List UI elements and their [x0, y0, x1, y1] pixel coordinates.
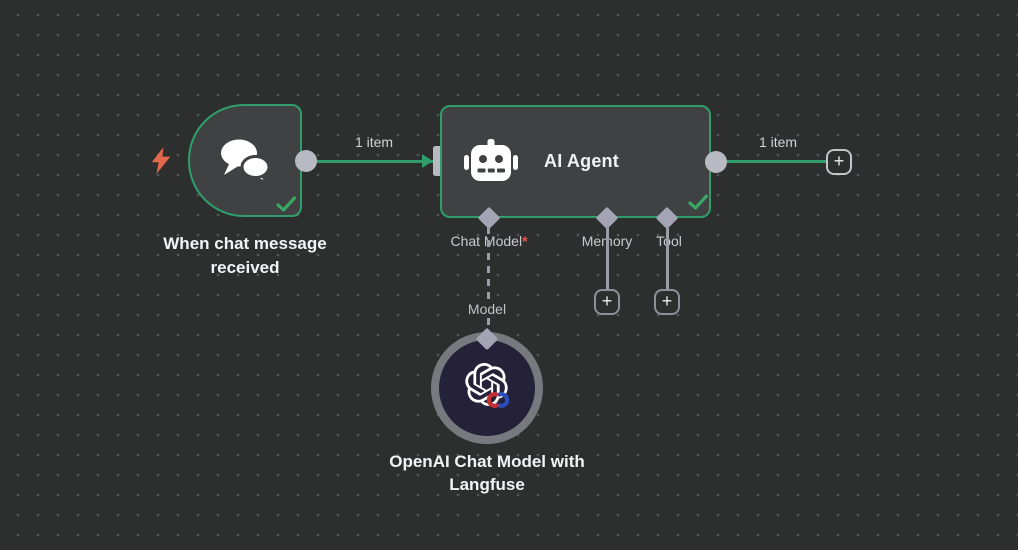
- node-when-chat-message-received[interactable]: [188, 104, 302, 217]
- connection-agent-output[interactable]: [716, 160, 826, 163]
- chat-model-port-label: Chat Model*: [450, 233, 528, 249]
- model-node-label: OpenAI Chat Model with Langfuse: [389, 452, 585, 494]
- required-marker: *: [522, 233, 528, 249]
- node-ai-agent[interactable]: AI Agent: [440, 105, 711, 218]
- chat-bubbles-icon: [221, 139, 271, 184]
- agent-node-title: AI Agent: [544, 151, 619, 171]
- add-tool-button[interactable]: +: [654, 289, 680, 315]
- add-node-button[interactable]: +: [826, 149, 852, 175]
- add-memory-button[interactable]: +: [594, 289, 620, 315]
- plus-icon: +: [601, 291, 613, 311]
- connection-arrow-icon: [422, 154, 433, 168]
- connection-chat-model[interactable]: [487, 227, 490, 334]
- model-port-label: Model: [447, 301, 527, 319]
- plus-icon: +: [661, 291, 673, 311]
- plus-icon: +: [833, 151, 845, 171]
- tool-port-label: Tool: [656, 233, 682, 249]
- connection-item-count: 1 item: [354, 134, 394, 150]
- robot-icon: [464, 138, 518, 181]
- connection-item-count: 1 item: [758, 134, 798, 150]
- connection-trigger-to-agent[interactable]: [306, 160, 433, 163]
- lightning-icon: [151, 147, 171, 174]
- trigger-node-label: When chat message received: [163, 234, 327, 277]
- tool-stub-line: [665, 226, 669, 290]
- check-icon: [688, 194, 709, 210]
- memory-stub-line: [605, 226, 609, 290]
- agent-output-connector[interactable]: [705, 151, 727, 173]
- interlocked-links-icon: [486, 392, 510, 408]
- node-openai-chat-model[interactable]: [431, 332, 543, 444]
- check-icon: [276, 196, 297, 212]
- trigger-output-connector[interactable]: [295, 150, 317, 172]
